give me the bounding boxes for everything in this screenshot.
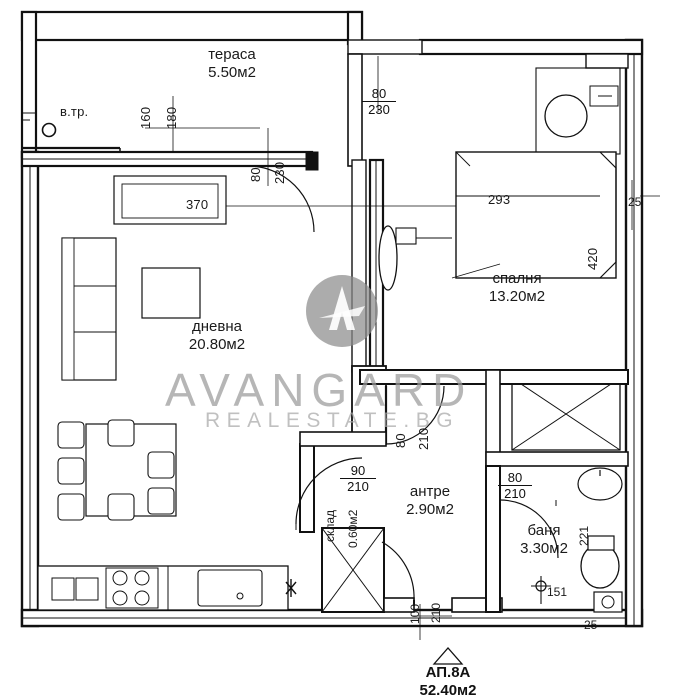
dim-bathroom-height: 221 (577, 525, 591, 546)
dim-bedroom-depth: 420 (585, 247, 600, 270)
living-room-furniture (37, 175, 297, 611)
terrace-outline (20, 10, 364, 160)
dim-wc: 151 (547, 585, 568, 599)
opening-bedroom-balcony-door: 80 230 (362, 86, 396, 117)
room-label-bathroom-area: 3.30м2 (520, 540, 568, 557)
opening-bedroom-door-height: 210 (416, 427, 431, 450)
dim-right-wall-bottom: 25 (584, 618, 598, 632)
room-label-bedroom-name: спалня (492, 270, 542, 287)
room-label-hallway-name: антре (409, 483, 451, 500)
bedroom-upper-walls (347, 53, 629, 167)
vent-shaft-symbol (22, 112, 57, 138)
apartment-area: 52.40м2 (419, 682, 477, 699)
room-label-storage-name: склад (323, 509, 337, 542)
outer-walls (20, 38, 644, 628)
apartment-marker-triangle (432, 647, 464, 665)
opening-terrace-door-height: 230 (272, 161, 287, 184)
room-label-living-name: дневна (192, 318, 242, 335)
dim-bedroom-width: 293 (488, 192, 511, 207)
terrace-door-swing (247, 151, 319, 233)
bedroom-window-symbol (378, 225, 452, 291)
opening-bathroom-door: 80 210 (498, 470, 532, 501)
opening-living-door: 90 210 (340, 463, 376, 494)
room-label-hallway-area: 2.90м2 (406, 501, 454, 518)
vent-shaft-label: в.тр. (60, 104, 89, 119)
opening-entrance-door-height: 210 (429, 602, 443, 623)
dim-living-width: 370 (186, 197, 209, 212)
central-partition-wall (351, 158, 387, 445)
room-label-bathroom-name: баня (527, 522, 561, 539)
room-label-storage-area: 0.60м2 (346, 509, 360, 548)
room-label-terrace-area: 5.50м2 (208, 64, 256, 81)
dim-right-wall-top: 25 (628, 195, 642, 209)
room-label-terrace-name: тераса (208, 46, 256, 63)
entrance-door-swing (381, 541, 415, 606)
bedroom-furniture (210, 151, 629, 481)
room-label-living-area: 20.80м2 (188, 336, 246, 353)
apartment-number: АП.8А (425, 664, 471, 681)
dimension-lines (145, 56, 660, 640)
room-label-bedroom-area: 13.20м2 (488, 288, 546, 305)
living-door-swing (295, 457, 363, 530)
bathroom-fixtures (485, 465, 623, 613)
opening-terrace-window-height: 180 (164, 106, 179, 129)
bathroom-door-swing (499, 499, 559, 559)
